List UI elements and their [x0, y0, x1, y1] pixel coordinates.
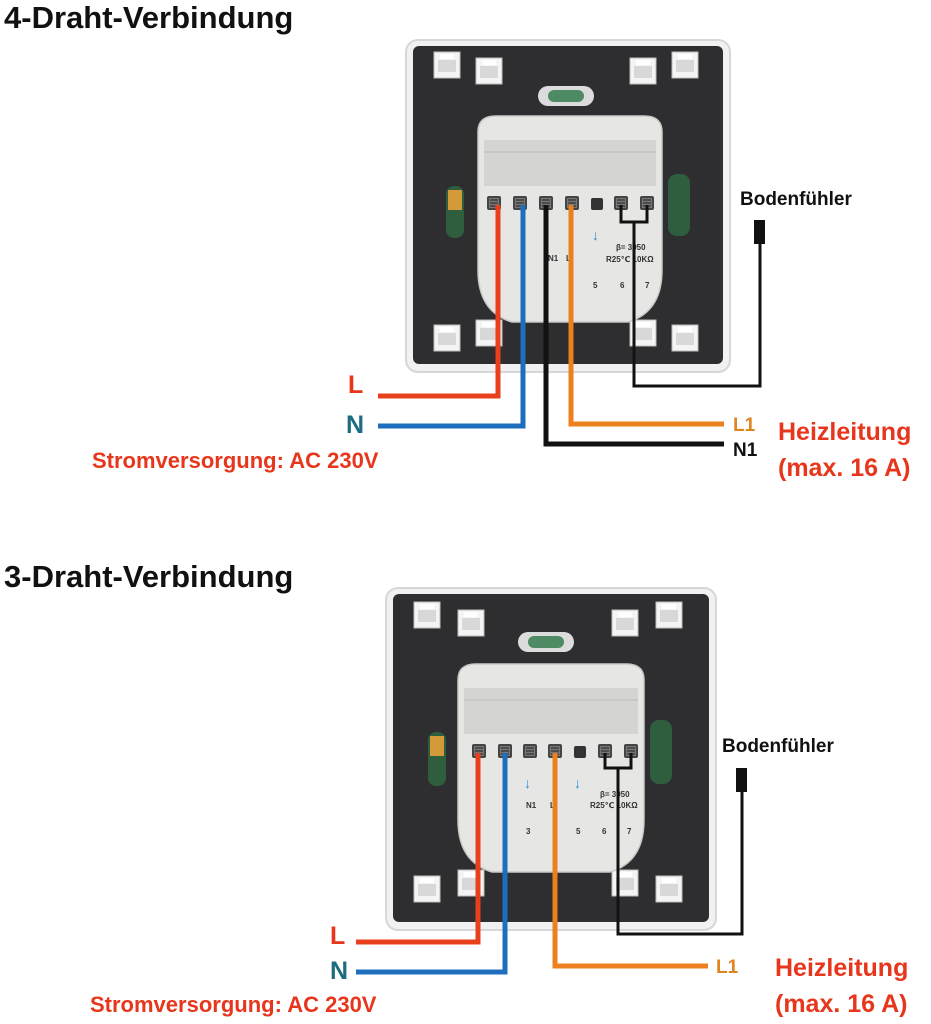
- diagram-title-3wire: 3-Draht-Verbindung: [4, 559, 294, 594]
- diagram-3wire: ↓ ↓ N1 L β= 3950 R25℃ 10KΩ 3 5 6 7 Boden…: [90, 587, 908, 1018]
- relay-icon: [650, 720, 672, 784]
- wire-l1: [568, 205, 724, 427]
- relay-icon: [668, 174, 690, 236]
- floor-sensor-probe: [754, 220, 765, 244]
- sensor-beta-label: β= 3950: [616, 243, 646, 252]
- label-l: L: [330, 922, 345, 950]
- arrow-icon: ↓: [592, 227, 599, 243]
- terminal-label-6: 6: [620, 281, 625, 290]
- terminal-screw: [522, 743, 538, 759]
- heating-cable-label: Heizleitung: [778, 418, 911, 446]
- sensor-wire: [616, 768, 744, 936]
- sensor-label: Bodenfühler: [722, 736, 834, 757]
- label-n1: N1: [733, 440, 758, 461]
- arrow-icon: ↓: [524, 775, 531, 791]
- floor-sensor-probe: [736, 768, 747, 792]
- label-n: N: [330, 957, 348, 985]
- terminal-label-5: 5: [593, 281, 598, 290]
- terminal-label-n1: N1: [526, 801, 537, 810]
- terminal-label-3: 3: [526, 827, 531, 836]
- label-l: L: [348, 371, 363, 399]
- label-l1: L1: [716, 957, 739, 978]
- power-supply-label: Stromversorgung: AC 230V: [92, 448, 379, 473]
- label-l1: L1: [733, 415, 756, 436]
- sensor-wire: [632, 222, 762, 388]
- wire-n: [378, 205, 526, 429]
- label-n: N: [346, 411, 364, 439]
- terminal-label-7: 7: [645, 281, 650, 290]
- sensor-label: Bodenfühler: [740, 189, 852, 210]
- wire-l1: [552, 753, 708, 969]
- sensor-beta-label: β= 3950: [600, 790, 630, 799]
- heating-cable-max-label: (max. 16 A): [778, 454, 910, 482]
- terminal-label-n1: N1: [548, 254, 559, 263]
- heating-cable-max-label: (max. 16 A): [775, 990, 907, 1018]
- wire-n1: [543, 205, 724, 447]
- terminal-label-5: 5: [576, 827, 581, 836]
- terminal-label-6: 6: [602, 827, 607, 836]
- heating-cable-label: Heizleitung: [775, 954, 908, 982]
- terminal-label-7: 7: [627, 827, 632, 836]
- wire-l: [356, 753, 481, 945]
- sensor-r25-label: R25℃ 10KΩ: [606, 255, 654, 264]
- diagram-4wire: ↓ N1 L β= 3950 R25℃ 10KΩ 5 6 7 Bodenfühl…: [92, 39, 911, 482]
- wire-l: [378, 205, 501, 399]
- power-supply-label: Stromversorgung: AC 230V: [90, 992, 377, 1017]
- arrow-icon: ↓: [574, 775, 581, 791]
- sensor-r25-label: R25℃ 10KΩ: [590, 801, 638, 810]
- diagram-title-4wire: 4-Draht-Verbindung: [4, 0, 294, 35]
- wire-n: [356, 753, 508, 975]
